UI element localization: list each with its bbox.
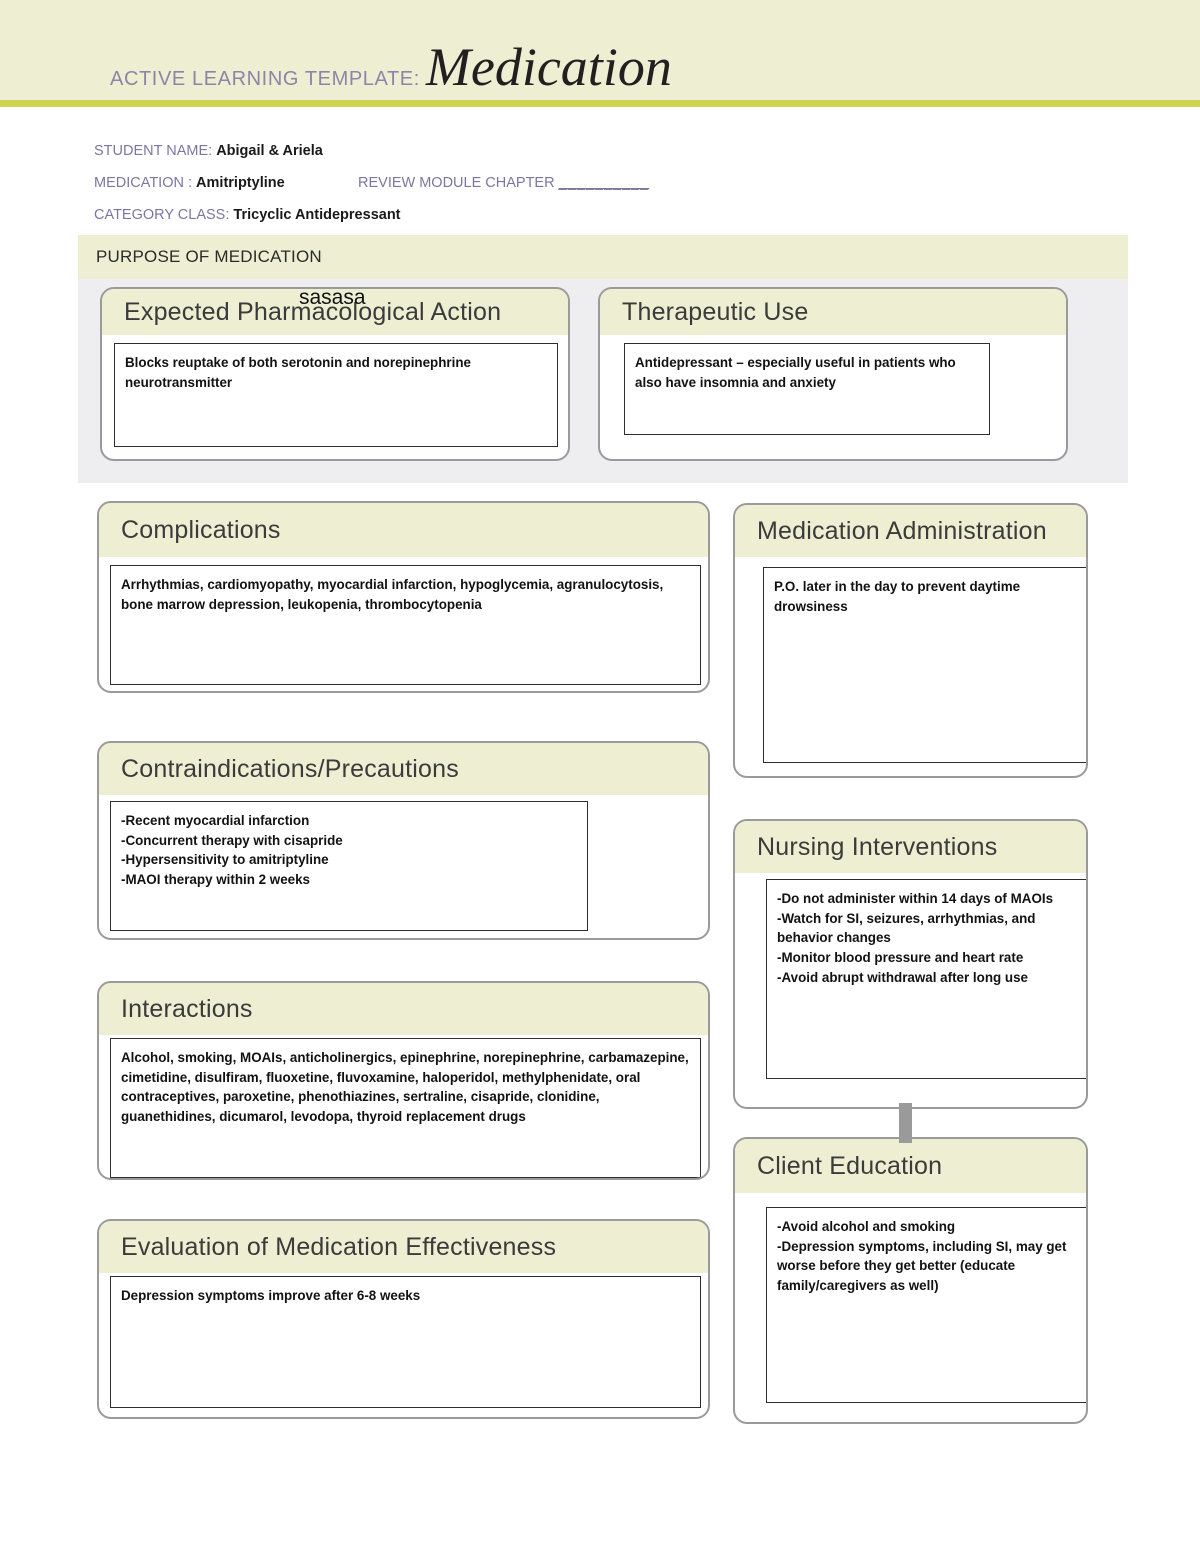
text-therapeutic-use: Antidepressant – especially useful in pa… — [635, 355, 956, 390]
category-class-label: CATEGORY CLASS: — [94, 207, 230, 223]
card-therapeutic-use: Therapeutic Use Antidepressant – especia… — [598, 287, 1068, 461]
card-contraindications-precautions: Contraindications/Precautions -Recent my… — [97, 741, 710, 940]
template-kicker-label: ACTIVE LEARNING TEMPLATE: — [110, 68, 420, 90]
card-client-education: Client Education -Avoid alcohol and smok… — [733, 1137, 1088, 1424]
card-title-expected-pharmacological-action: Expected Pharmacological Action — [124, 297, 502, 326]
card-header-medication-administration: Medication Administration — [735, 505, 1086, 557]
card-medication-administration: Medication Administration P.O. later in … — [733, 503, 1088, 778]
card-body-evaluation-of-medication-effectiveness: Depression symptoms improve after 6-8 we… — [110, 1276, 701, 1408]
card-body-therapeutic-use: Antidepressant – especially useful in pa… — [624, 343, 990, 435]
card-header-client-education: Client Education — [735, 1139, 1086, 1193]
card-evaluation-of-medication-effectiveness: Evaluation of Medication Effectiveness D… — [97, 1219, 710, 1419]
card-nursing-interventions: Nursing Interventions -Do not administer… — [733, 819, 1088, 1109]
card-body-medication-administration: P.O. later in the day to prevent daytime… — [763, 567, 1086, 763]
card-complications: Complications Arrhythmias, cardiomyopath… — [97, 501, 710, 693]
card-expected-pharmacological-action: Expected Pharmacological Action Blocks r… — [100, 287, 570, 461]
student-name-value: Abigail & Ariela — [216, 143, 323, 159]
review-module-chapter-blank: __________ — [558, 175, 650, 191]
medication-row: MEDICATION : Amitriptyline — [94, 175, 285, 191]
card-title-nursing-interventions: Nursing Interventions — [757, 832, 998, 861]
card-title-client-education: Client Education — [757, 1151, 943, 1180]
medication-label: MEDICATION : — [94, 175, 193, 191]
purpose-section-label: PURPOSE OF MEDICATION — [96, 247, 322, 266]
card-header-nursing-interventions: Nursing Interventions — [735, 821, 1086, 873]
connector-nursing-to-client-education — [899, 1103, 912, 1143]
card-title-therapeutic-use: Therapeutic Use — [622, 297, 809, 326]
card-title-medication-administration: Medication Administration — [757, 516, 1047, 545]
student-name-label: STUDENT NAME: — [94, 143, 213, 159]
medication-value: Amitriptyline — [196, 175, 285, 191]
overlay-annotation-sasasa: sasasa — [299, 286, 366, 309]
card-body-client-education: -Avoid alcohol and smoking -Depression s… — [766, 1207, 1086, 1403]
card-header-complications: Complications — [99, 503, 708, 557]
review-module-chapter-row: REVIEW MODULE CHAPTER __________ — [358, 175, 649, 191]
card-header-interactions: Interactions — [99, 983, 708, 1035]
text-nursing-interventions: -Do not administer within 14 days of MAO… — [777, 891, 1054, 985]
header-banner — [0, 0, 1200, 100]
card-title-complications: Complications — [121, 515, 281, 544]
card-body-expected-pharmacological-action: Blocks reuptake of both serotonin and no… — [114, 343, 558, 447]
review-module-chapter-label: REVIEW MODULE CHAPTER — [358, 175, 555, 191]
page-title: ACTIVE LEARNING TEMPLATE: Medication — [110, 40, 672, 94]
text-contraindications-precautions: -Recent myocardial infarction -Concurren… — [121, 813, 343, 888]
card-header-expected-pharmacological-action: Expected Pharmacological Action — [102, 289, 568, 335]
header-accent-rule — [0, 100, 1200, 107]
text-complications: Arrhythmias, cardiomyopathy, myocardial … — [121, 577, 664, 612]
text-medication-administration: P.O. later in the day to prevent daytime… — [774, 579, 1021, 614]
card-title-contraindications-precautions: Contraindications/Precautions — [121, 754, 459, 783]
card-header-therapeutic-use: Therapeutic Use — [600, 289, 1066, 335]
text-interactions: Alcohol, smoking, MOAIs, anticholinergic… — [121, 1050, 689, 1125]
text-evaluation-of-medication-effectiveness: Depression symptoms improve after 6-8 we… — [121, 1288, 421, 1303]
card-interactions: Interactions Alcohol, smoking, MOAIs, an… — [97, 981, 710, 1180]
text-client-education: -Avoid alcohol and smoking -Depression s… — [777, 1219, 1067, 1294]
template-title: Medication — [425, 37, 672, 97]
card-body-complications: Arrhythmias, cardiomyopathy, myocardial … — [110, 565, 701, 685]
category-class-row: CATEGORY CLASS: Tricyclic Antidepressant — [94, 207, 401, 223]
category-class-value: Tricyclic Antidepressant — [233, 207, 401, 223]
card-body-contraindications-precautions: -Recent myocardial infarction -Concurren… — [110, 801, 588, 931]
student-name-row: STUDENT NAME: Abigail & Ariela — [94, 143, 323, 159]
card-header-evaluation-of-medication-effectiveness: Evaluation of Medication Effectiveness — [99, 1221, 708, 1273]
card-header-contraindications-precautions: Contraindications/Precautions — [99, 743, 708, 795]
card-body-interactions: Alcohol, smoking, MOAIs, anticholinergic… — [110, 1038, 701, 1178]
purpose-section-header — [78, 235, 1128, 279]
card-body-nursing-interventions: -Do not administer within 14 days of MAO… — [766, 879, 1086, 1079]
card-title-interactions: Interactions — [121, 994, 253, 1023]
card-title-evaluation-of-medication-effectiveness: Evaluation of Medication Effectiveness — [121, 1232, 557, 1261]
text-expected-pharmacological-action: Blocks reuptake of both serotonin and no… — [125, 355, 471, 390]
